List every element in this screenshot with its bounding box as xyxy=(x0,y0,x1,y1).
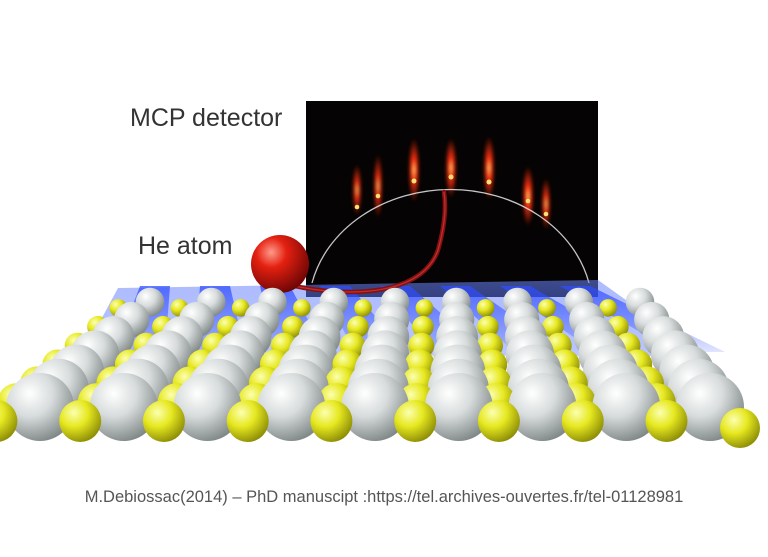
small-surface-ion xyxy=(394,400,437,442)
small-surface-ion xyxy=(231,299,250,317)
small-surface-ion xyxy=(645,400,688,442)
laue-circle-arc xyxy=(311,188,590,284)
large-surface-ion xyxy=(89,373,158,441)
source-credit: M.Debiossac(2014) – PhD manuscipt :https… xyxy=(84,488,684,506)
small-surface-ion xyxy=(0,400,18,442)
small-surface-ion xyxy=(477,315,499,338)
small-surface-ion xyxy=(347,315,369,338)
small-surface-ion xyxy=(477,400,520,442)
large-surface-ion xyxy=(592,373,661,441)
small-surface-ion xyxy=(542,315,564,338)
small-surface-ion xyxy=(354,299,372,317)
small-surface-ion xyxy=(226,400,269,442)
small-surface-ion xyxy=(599,299,617,317)
helium-atom-sphere xyxy=(251,235,309,293)
large-surface-ion xyxy=(6,373,74,441)
mcp-detector-label: MCP detector xyxy=(130,104,283,132)
large-surface-ion xyxy=(341,373,409,441)
small-surface-ion xyxy=(310,400,353,442)
small-surface-ion xyxy=(412,315,434,338)
diffraction-peaks xyxy=(354,174,549,217)
small-surface-ion xyxy=(720,408,760,448)
large-surface-ion xyxy=(173,373,242,441)
small-surface-ion xyxy=(142,400,185,442)
mcp-detector-screen xyxy=(306,101,598,297)
small-surface-ion xyxy=(282,315,304,338)
small-surface-ion xyxy=(415,299,434,317)
small-surface-ion xyxy=(476,299,495,317)
he-atom-label: He atom xyxy=(138,232,233,260)
crystal-surface-lattice xyxy=(0,287,760,448)
large-surface-ion xyxy=(257,373,326,441)
large-surface-ion xyxy=(508,373,577,441)
large-surface-ion xyxy=(424,373,493,441)
small-surface-ion xyxy=(561,400,604,442)
small-surface-ion xyxy=(293,299,311,317)
small-surface-ion xyxy=(59,400,102,442)
small-surface-ion xyxy=(538,299,556,317)
